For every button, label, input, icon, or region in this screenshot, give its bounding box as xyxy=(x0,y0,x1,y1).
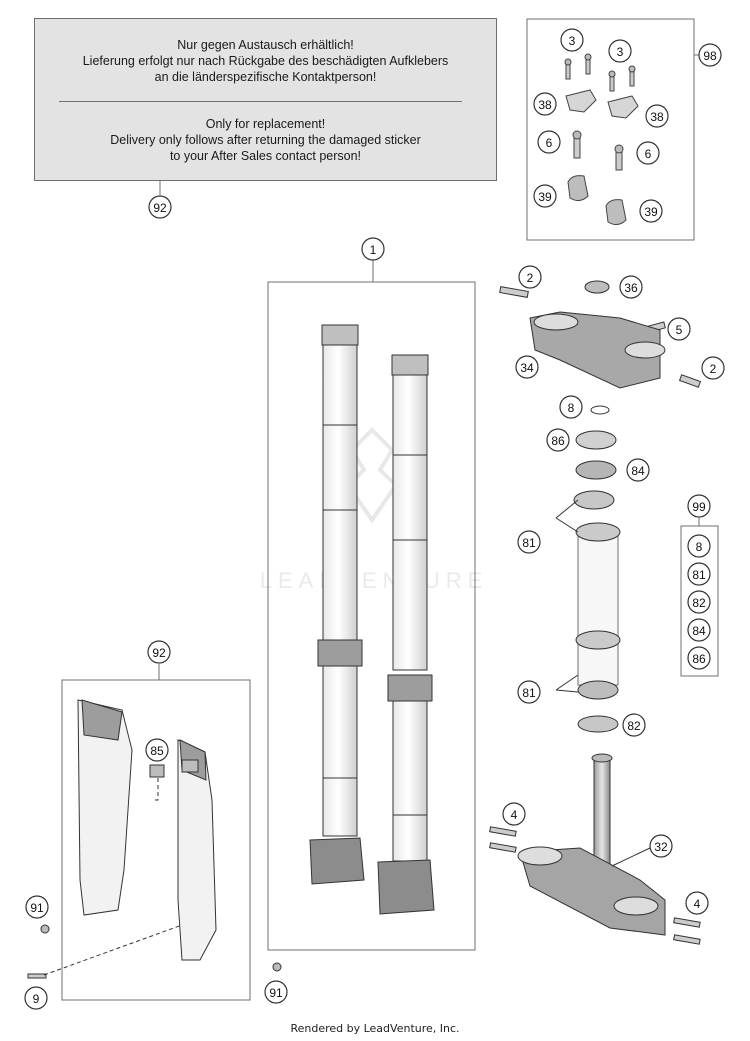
kit-98-parts xyxy=(564,53,639,226)
callout-bottom-triple-clamp: 32 xyxy=(649,834,673,858)
svg-text:6: 6 xyxy=(546,136,553,150)
callout-bearing-lower: 81 xyxy=(517,680,541,704)
svg-text:81: 81 xyxy=(692,568,706,582)
footer-credit: Rendered by LeadVenture, Inc. xyxy=(290,1022,460,1035)
notice-en-line2: Delivery only follows after returning th… xyxy=(110,133,421,147)
fork-guard-frame xyxy=(61,679,251,1001)
callout-kit-99-item-4: 84 xyxy=(687,618,711,642)
notice-divider xyxy=(59,101,462,102)
callout-clamp-a: 38 xyxy=(533,92,557,116)
notice-en-line3: to your After Sales contact person! xyxy=(169,149,362,163)
callout-screw-b: 3 xyxy=(608,39,632,63)
replacement-notice-box: Nur gegen Austausch erhältlich! Lieferun… xyxy=(34,18,497,181)
callouts: 92 98 3 3 38 38 6 6 39 39 1 2 36 5 34 2 … xyxy=(24,28,725,1010)
svg-text:91: 91 xyxy=(269,986,283,1000)
callout-kit-99: 99 xyxy=(687,494,711,518)
svg-text:82: 82 xyxy=(627,719,641,733)
callout-kit-99-item-2: 81 xyxy=(687,562,711,586)
svg-text:36: 36 xyxy=(624,281,638,295)
svg-text:8: 8 xyxy=(568,401,575,415)
notice-de-line3: an die länderspezifische Kontaktperson! xyxy=(154,70,377,84)
svg-text:84: 84 xyxy=(692,624,706,638)
svg-text:92: 92 xyxy=(152,646,166,660)
watermark-text: LEADVENTURE xyxy=(260,568,489,593)
fork-assembly-frame xyxy=(267,281,476,951)
svg-text:98: 98 xyxy=(703,49,717,63)
svg-text:81: 81 xyxy=(522,686,536,700)
svg-text:91: 91 xyxy=(30,901,44,915)
svg-text:38: 38 xyxy=(538,98,552,112)
callout-pinch-bolt: 5 xyxy=(667,317,691,341)
bottom-clamp-parts xyxy=(489,753,701,945)
notice-de-line2: Lieferung erfolgt nur nach Rückgabe des … xyxy=(82,54,449,68)
callout-bolt-right-lower: 4 xyxy=(685,891,709,915)
callout-fork-assembly: 1 xyxy=(361,237,385,261)
svg-text:6: 6 xyxy=(645,147,652,161)
svg-text:85: 85 xyxy=(150,744,164,758)
notice-de-line1: Nur gegen Austausch erhältlich! xyxy=(177,38,354,52)
top-clamp-parts xyxy=(499,280,702,389)
callout-bearing-upper: 81 xyxy=(517,530,541,554)
notice-en-line1: Only for replacement! xyxy=(205,117,326,131)
svg-text:99: 99 xyxy=(692,500,706,514)
svg-text:1: 1 xyxy=(370,243,377,257)
svg-text:8: 8 xyxy=(696,540,703,554)
callout-seal-ring: 84 xyxy=(626,458,650,482)
svg-text:38: 38 xyxy=(650,110,664,124)
callout-notice-ref: 92 xyxy=(148,195,172,219)
callout-mount-a: 39 xyxy=(533,184,557,208)
svg-text:9: 9 xyxy=(33,992,40,1006)
callout-top-triple-clamp: 34 xyxy=(515,355,539,379)
svg-text:4: 4 xyxy=(694,897,701,911)
watermark: LEADVENTURE xyxy=(260,427,489,593)
callout-top-bolt-right: 2 xyxy=(701,356,725,380)
svg-text:4: 4 xyxy=(511,808,518,822)
svg-text:81: 81 xyxy=(522,536,536,550)
callout-kit-99-item-1: 8 xyxy=(687,534,711,558)
callout-screw-small-center: 91 xyxy=(264,980,288,1004)
right-fork-leg xyxy=(377,354,435,915)
callout-bolt-left-lower: 4 xyxy=(502,802,526,826)
svg-text:92: 92 xyxy=(153,201,167,215)
kit-98-frame xyxy=(526,18,695,241)
callout-kit-99-item-5: 86 xyxy=(687,646,711,670)
svg-text:39: 39 xyxy=(538,190,552,204)
fork-guards xyxy=(27,699,282,979)
callout-guard-kit: 92 xyxy=(147,640,171,664)
left-fork-leg xyxy=(309,324,365,885)
svg-text:86: 86 xyxy=(692,652,706,666)
svg-text:34: 34 xyxy=(520,361,534,375)
svg-text:84: 84 xyxy=(631,464,645,478)
svg-text:32: 32 xyxy=(654,840,668,854)
svg-text:2: 2 xyxy=(710,362,717,376)
svg-text:82: 82 xyxy=(692,596,706,610)
svg-text:2: 2 xyxy=(527,271,534,285)
callout-dust-seal: 86 xyxy=(546,428,570,452)
steering-bearing-parts xyxy=(555,405,621,733)
callout-screw-a: 3 xyxy=(560,28,584,52)
callout-clamp-b: 38 xyxy=(645,104,669,128)
callout-bolt-a: 6 xyxy=(537,130,561,154)
callout-kit-98: 98 xyxy=(698,43,722,67)
callout-lower-seal: 82 xyxy=(622,713,646,737)
svg-text:3: 3 xyxy=(569,34,576,48)
callout-o-ring: 8 xyxy=(559,395,583,419)
callout-screw-long: 9 xyxy=(24,986,48,1010)
callout-cap-nut: 36 xyxy=(619,275,643,299)
svg-text:86: 86 xyxy=(551,434,565,448)
callout-clip: 85 xyxy=(145,738,169,762)
callout-kit-99-item-3: 82 xyxy=(687,590,711,614)
svg-text:3: 3 xyxy=(617,45,624,59)
callout-mount-b: 39 xyxy=(639,199,663,223)
svg-text:5: 5 xyxy=(676,323,683,337)
callout-top-bolt-left: 2 xyxy=(518,265,542,289)
svg-text:39: 39 xyxy=(644,205,658,219)
callout-bolt-b: 6 xyxy=(636,141,660,165)
callout-screw-small-left: 91 xyxy=(25,895,49,919)
